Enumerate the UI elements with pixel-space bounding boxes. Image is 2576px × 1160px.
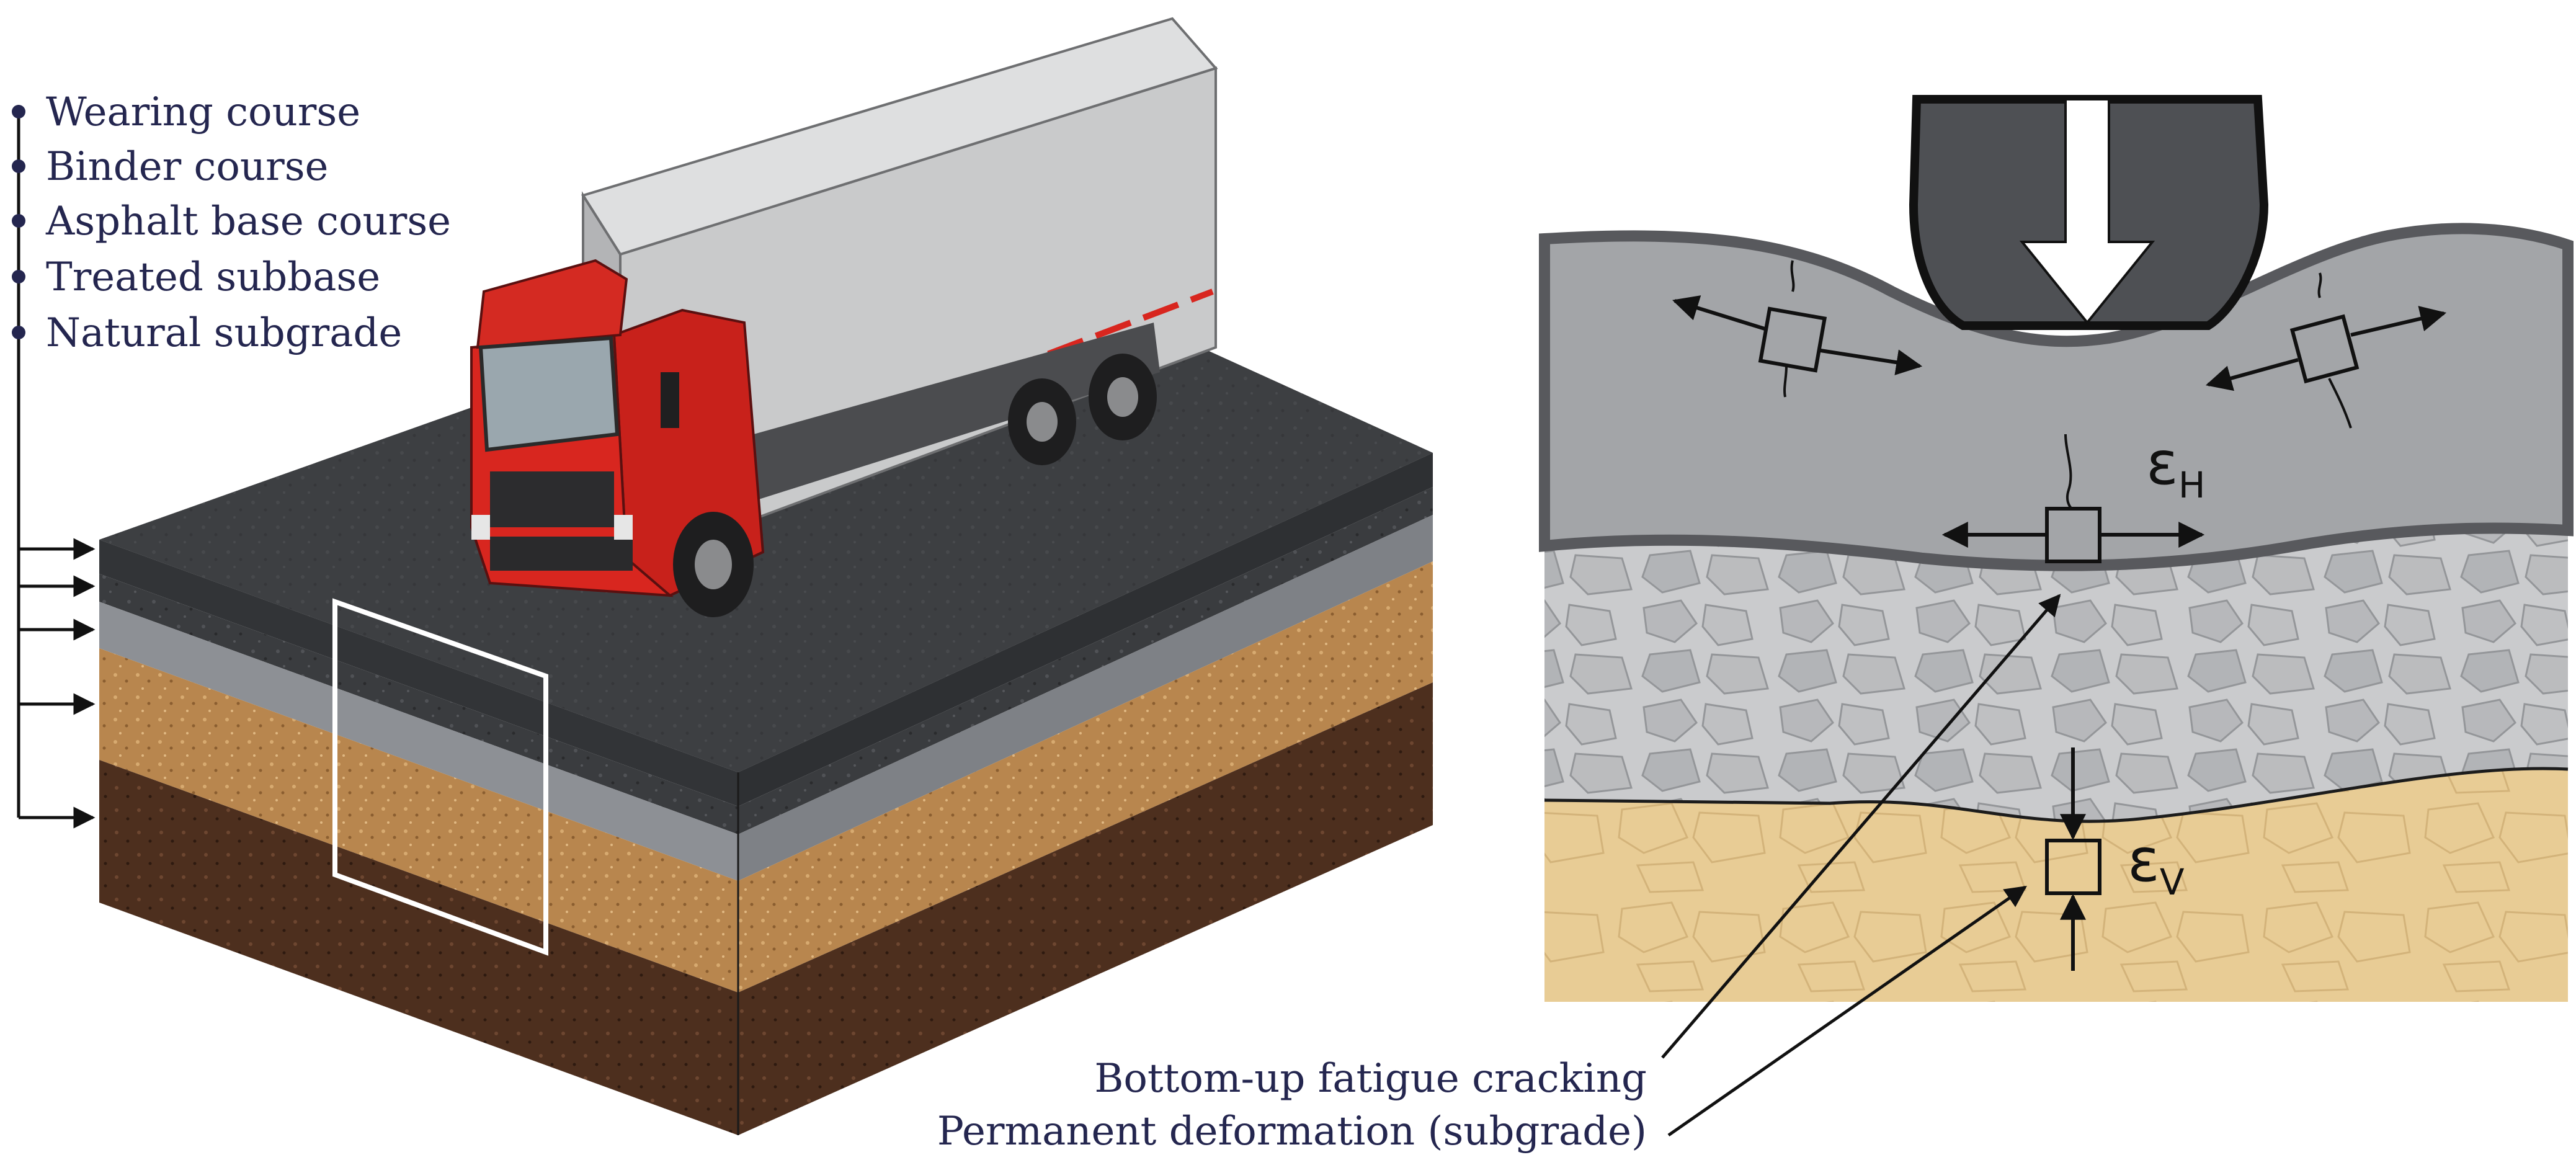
front-layer-binder [99, 574, 738, 834]
legend-bullet [12, 214, 25, 228]
legend-item-wearing: Wearing course [12, 89, 360, 135]
leader-line-deformation [1667, 885, 2027, 1137]
leader-line-fatigue [1661, 594, 2061, 1059]
legend-bullet [12, 326, 25, 339]
detail-highlight-frame [332, 598, 548, 956]
truck-cab-roof [476, 259, 628, 349]
side-layer-asphalt-base [738, 515, 1433, 881]
strain-element-horizontal-center [1941, 434, 2205, 563]
section-detail: εH εV [1539, 95, 2574, 1137]
callout-permanent-deformation: Permanent deformation (subgrade) [937, 1109, 1647, 1154]
truck-mirror [661, 372, 679, 428]
legend-item-treated-subbase: Treated subbase [12, 254, 380, 300]
subgrade-interface-line [1544, 767, 2569, 823]
strain-label-vertical: εV [2128, 826, 2185, 903]
legend-bullet [12, 105, 25, 118]
aggregate-base-layer [1544, 528, 2568, 822]
strain-element-vertical [2045, 747, 2101, 971]
side-layer-binder [738, 487, 1433, 834]
strain-label-horizontal: εH [2146, 429, 2206, 506]
side-layer-wearing [738, 453, 1433, 806]
subgrade-layer [1544, 768, 2568, 1002]
side-layer-subbase [738, 561, 1433, 993]
front-layer-subbase [99, 648, 738, 993]
load-arrow [2019, 98, 2155, 325]
legend-label-treated-subbase: Treated subbase [46, 254, 380, 300]
side-layer-subgrade [738, 682, 1433, 1135]
legend-item-natural-subgrade: Natural subgrade [12, 310, 402, 356]
legend-label-binder-course: Binder course [46, 144, 328, 190]
legend-bullet [12, 270, 25, 283]
legend-bullet [12, 159, 25, 173]
truck-illustration [470, 17, 1218, 617]
truck-headlight-left [471, 515, 490, 540]
strain-element-right [2205, 272, 2447, 429]
truck-windshield [478, 336, 620, 452]
legend-item-asphalt-base: Asphalt base course [12, 199, 451, 244]
front-layer-subgrade [99, 760, 738, 1135]
truck-bumper [490, 537, 633, 571]
callout-fatigue-cracking: Bottom-up fatigue cracking [1094, 1056, 1647, 1102]
front-layer-wearing [99, 540, 738, 806]
legend-label-asphalt-base-course: Asphalt base course [45, 199, 451, 244]
truck-headlight-right [614, 515, 633, 540]
strain-element-left [1672, 260, 1923, 398]
legend-label-natural-subgrade: Natural subgrade [46, 310, 402, 356]
layer-legend: Wearing course Binder course Asphalt bas… [12, 89, 451, 829]
truck-grille [490, 471, 614, 527]
front-layer-asphalt-base [99, 602, 738, 881]
legend-label-wearing-course: Wearing course [46, 89, 360, 135]
legend-item-binder: Binder course [12, 144, 328, 190]
